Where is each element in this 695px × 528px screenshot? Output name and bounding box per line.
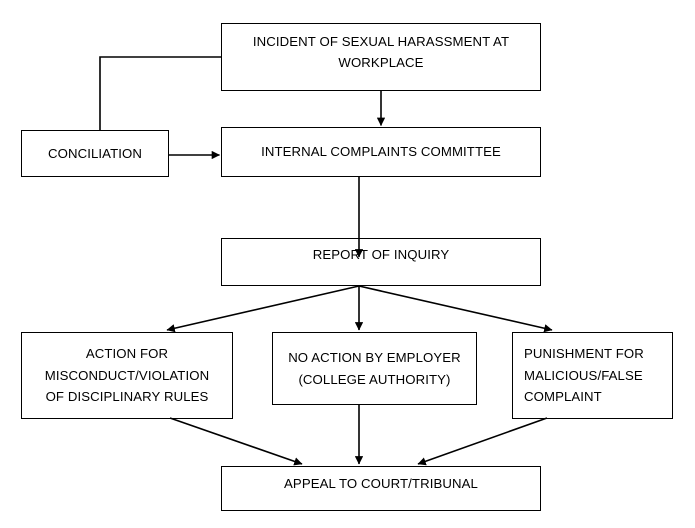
- node-conciliation: CONCILIATION: [21, 130, 169, 177]
- node-incident-of-sexual-harassment: INCIDENT OF SEXUAL HARASSMENT AT WORKPLA…: [221, 23, 541, 91]
- node-conciliation-label: CONCILIATION: [47, 145, 142, 161]
- node-action-label: ACTION FOR MISCONDUCT/VIOLATION OF DISCI…: [44, 346, 210, 405]
- node-no-action-by-employer: NO ACTION BY EMPLOYER (COLLEGE AUTHORITY…: [272, 332, 477, 405]
- node-noaction-label: NO ACTION BY EMPLOYER (COLLEGE AUTHORITY…: [288, 350, 461, 387]
- edge-incident-to-conciliation: [99, 56, 221, 130]
- edge-report-to-action: [166, 285, 360, 333]
- node-incident-label: INCIDENT OF SEXUAL HARASSMENT AT WORKPLA…: [252, 33, 510, 70]
- node-punishment-for-malicious-complaint: PUNISHMENT FOR MALICIOUS/FALSE COMPLAINT: [512, 332, 673, 419]
- edge-action-to-appeal: [169, 417, 303, 466]
- node-report-label: REPORT OF INQUIRY: [312, 247, 450, 263]
- node-report-of-inquiry: REPORT OF INQUIRY: [221, 238, 541, 286]
- node-action-for-misconduct: ACTION FOR MISCONDUCT/VIOLATION OF DISCI…: [21, 332, 233, 419]
- node-punishment-label: PUNISHMENT FOR MALICIOUS/FALSE COMPLAINT: [524, 346, 644, 405]
- node-internal-complaints-committee: INTERNAL COMPLAINTS COMMITTEE: [221, 127, 541, 177]
- node-appeal-label: APPEAL TO COURT/TRIBUNAL: [284, 475, 478, 491]
- node-icc-label: INTERNAL COMPLAINTS COMMITTEE: [261, 144, 501, 160]
- edge-report-to-punishment: [358, 285, 553, 333]
- edge-punishment-to-appeal: [417, 417, 548, 466]
- node-appeal-to-court-tribunal: APPEAL TO COURT/TRIBUNAL: [221, 466, 541, 511]
